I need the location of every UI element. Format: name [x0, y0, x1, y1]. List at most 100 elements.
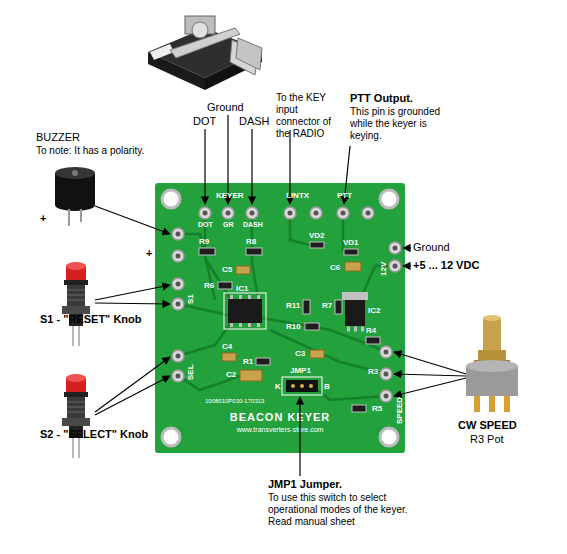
pcb-trace [178, 234, 215, 300]
capacitors [222, 262, 361, 381]
buzzer-leg [80, 209, 82, 222]
ic-pins [230, 323, 262, 327]
capacitor-symbol [236, 266, 250, 274]
buzzer-top [55, 167, 95, 179]
key-base-side [148, 52, 205, 90]
capacitor-symbol [310, 350, 324, 358]
mounting-hole [380, 190, 398, 208]
ic-body [228, 299, 262, 323]
resistor-symbol [303, 300, 310, 314]
solder-pad [172, 298, 184, 310]
pad-hole [176, 232, 181, 237]
pot-terminal [489, 396, 495, 412]
key-lever [170, 28, 240, 58]
pad-hole [226, 211, 231, 216]
pad-hole [393, 264, 398, 269]
solder-pad [172, 370, 184, 382]
pad-hole [176, 302, 181, 307]
capacitor-symbol [222, 353, 236, 361]
callout-title: CW SPEED [458, 419, 517, 432]
leader-arrow [227, 115, 228, 204]
callout-note: R3 Pot [470, 433, 504, 446]
pad-hole [341, 211, 346, 216]
ic-pins [230, 295, 262, 299]
solder-pad [389, 260, 401, 272]
pcb-trace [178, 376, 240, 390]
key-plate [150, 44, 174, 60]
diode-symbol [344, 249, 358, 255]
solder-pad [362, 207, 374, 219]
buzzer-hole [72, 170, 78, 176]
leader-arrow [394, 352, 466, 374]
polarity-mark: + [146, 247, 152, 260]
solder-pad [172, 250, 184, 262]
leader-arrow [403, 265, 411, 266]
silkscreen-outline [224, 293, 266, 329]
resistor-symbol [218, 282, 232, 289]
pad-hole [314, 211, 319, 216]
pin-name: DASH [239, 115, 270, 128]
key-frame [185, 16, 215, 34]
board-url: www.transverters-store.com [155, 426, 405, 434]
pad-hole [176, 254, 181, 259]
morse-key [148, 16, 262, 90]
leader-arrow [95, 285, 170, 300]
mounting-hole [380, 428, 398, 446]
mounting-holes [162, 190, 398, 446]
solder-pad [172, 278, 184, 290]
resistor-symbol [366, 337, 380, 344]
pad-hole [288, 211, 293, 216]
solder-pad [389, 242, 401, 254]
resistor-symbol [305, 323, 319, 330]
pcb-trace [252, 213, 258, 298]
pcb-board: BEACON KEYERwww.transverters-store.com [155, 183, 405, 453]
pot-nut [474, 360, 510, 366]
resistor-symbol [352, 405, 366, 412]
pad-holes [176, 211, 398, 399]
pot-terminal [474, 396, 480, 412]
pot-bushing [478, 350, 506, 362]
leader-arrow [204, 129, 205, 204]
pad-hole [384, 350, 389, 355]
ic-pins [347, 327, 364, 332]
pin-name: Ground [413, 241, 450, 254]
pcb-trace [178, 324, 230, 356]
push-button [62, 374, 90, 458]
jumper-pin [300, 384, 304, 388]
callout-title: S2 - "SELECT" Knob [40, 428, 148, 441]
pot-body [466, 366, 518, 396]
pcb-trace [318, 390, 386, 400]
resistor-symbol [335, 300, 342, 314]
mounting-hole [162, 428, 180, 446]
ic-chip [224, 293, 266, 329]
pad-hole [393, 246, 398, 251]
pot-body-top [466, 360, 518, 372]
diode-symbol [310, 242, 324, 248]
jumper-pin [291, 384, 295, 388]
buzzer-bottom [55, 199, 95, 211]
callout-title: S1 - "RESET" Knob [40, 313, 142, 326]
pcb-trace [178, 304, 228, 315]
potentiometer [466, 315, 518, 412]
pad-hole [384, 394, 389, 399]
capacitor-symbol [240, 370, 262, 381]
leader-arrow [251, 129, 252, 204]
leader-arrow [344, 146, 350, 204]
leader-arrow [299, 397, 300, 476]
pot-shaft-top [483, 315, 501, 321]
pad-hole [176, 354, 181, 359]
pcb-trace [270, 330, 386, 374]
resistor-symbol [256, 358, 270, 365]
leader-arrow [403, 247, 411, 248]
solder-pad [380, 368, 392, 380]
pad-hole [176, 282, 181, 287]
push-button [62, 262, 90, 346]
solder-pad [199, 207, 211, 219]
pcb-trace [290, 213, 310, 245]
pad-hole [384, 372, 389, 377]
key-paddle [230, 40, 258, 75]
regulator-chip [342, 292, 368, 329]
resistor-symbol [246, 248, 262, 255]
callout-note: To use this switch to select operational… [268, 492, 418, 528]
